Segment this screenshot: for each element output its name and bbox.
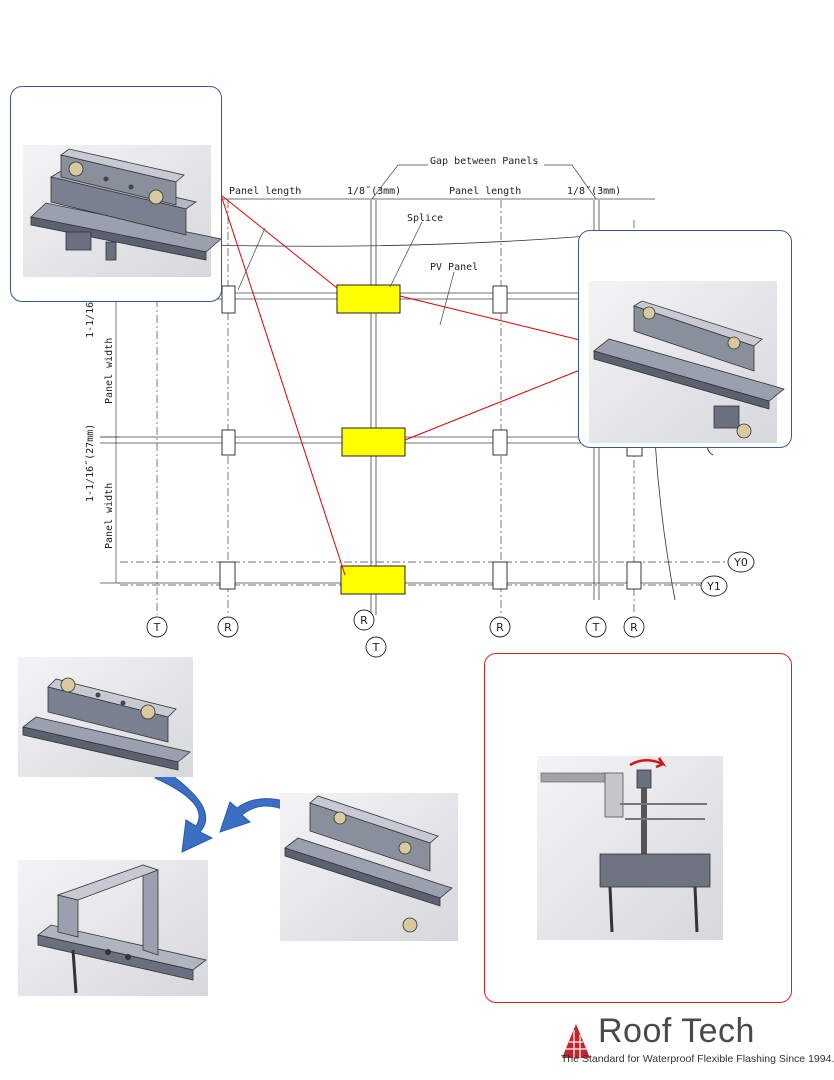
- mount-marker: [626, 561, 642, 590]
- column-marker-r: R: [489, 616, 511, 638]
- splice-detail-callout-right: [578, 230, 792, 448]
- gap-dimension-label-left: 1/8˝(3mm): [347, 185, 401, 197]
- clockwise-rotation-arrow-icon: [629, 757, 667, 769]
- splice-markers: [336, 284, 406, 595]
- rail-mount-photo: [18, 860, 208, 996]
- pv-panel-leader: [439, 271, 455, 326]
- mount-marker: [221, 285, 236, 314]
- svg-text:Y0: Y0: [733, 556, 748, 569]
- column-marker-t: T: [146, 616, 168, 638]
- roof-curve-line-right: [654, 439, 676, 601]
- brand-tagline: The Standard for Waterproof Flexible Fla…: [561, 1053, 834, 1065]
- mount-marker: [219, 561, 236, 590]
- splice-label: Splice: [407, 213, 443, 224]
- row-label-y0: Y0: [727, 551, 755, 573]
- svg-text:R: R: [496, 621, 504, 634]
- svg-text:T: T: [592, 621, 600, 634]
- svg-text:R: R: [630, 621, 638, 634]
- panel-length-label-right: Panel length: [449, 186, 521, 197]
- splice-detail-callout-left: [10, 86, 222, 302]
- svg-text:T: T: [372, 641, 380, 654]
- gap-dimension-label-right: 1/8˝(3mm): [567, 185, 621, 197]
- column-marker-r: R: [623, 616, 645, 638]
- column-center-lines: [156, 200, 635, 615]
- column-marker-t: T: [365, 636, 387, 658]
- gap-between-panels-label: Gap between Panels: [430, 156, 538, 167]
- svg-text:T: T: [153, 621, 161, 634]
- splice-marker: [341, 427, 406, 457]
- detail-leader-lines: [220, 194, 581, 576]
- gap-leader-right: [544, 164, 597, 200]
- vertical-gap-label-top: 1-1/16: [85, 302, 96, 338]
- svg-text:R: R: [360, 614, 368, 627]
- splice-bracket-image: [23, 145, 222, 277]
- column-marker-t: T: [585, 616, 607, 638]
- panel-width-label-top: Panel width: [104, 338, 115, 404]
- installation-detail-box: [484, 653, 792, 1003]
- splice-bracket-photo-right: [280, 793, 458, 941]
- pv-panel-label: PV Panel: [430, 262, 478, 273]
- mount-markers: [219, 285, 643, 590]
- mount-marker: [492, 285, 508, 314]
- column-marker-r: R: [353, 609, 375, 631]
- column-marker-r: R: [217, 616, 239, 638]
- gap-leader-left: [371, 164, 428, 200]
- svg-text:Y1: Y1: [706, 580, 721, 593]
- mount-marker: [492, 429, 508, 456]
- splice-bracket-photo-top: [18, 657, 193, 777]
- column-markers: T R R T R T R: [146, 609, 645, 658]
- splice-marker: [336, 284, 401, 314]
- svg-text:R: R: [224, 621, 232, 634]
- panel-width-label-bottom: Panel width: [104, 483, 115, 549]
- splice-marker: [340, 565, 406, 595]
- splice-leader: [389, 221, 423, 288]
- panel-layout-drawing: Gap between Panels Panel length 1/8˝(3mm…: [84, 156, 755, 853]
- panel-length-label-left: Panel length: [229, 186, 301, 197]
- row-label-y1: Y1: [700, 575, 728, 597]
- roof-curve-line: [209, 234, 601, 247]
- vertical-gap-label-mid: 1-1/16˝(27mm): [84, 424, 96, 502]
- rail-attachment-image: [537, 756, 723, 940]
- splice-bracket-image: [589, 281, 785, 443]
- brand-name: Roof Tech: [598, 1012, 755, 1050]
- mount-marker: [492, 561, 508, 590]
- mount-marker: [221, 429, 236, 456]
- curved-arrow-icon: [154, 769, 214, 853]
- brand-logo: [562, 1024, 590, 1058]
- panel-length-leader: [237, 227, 266, 291]
